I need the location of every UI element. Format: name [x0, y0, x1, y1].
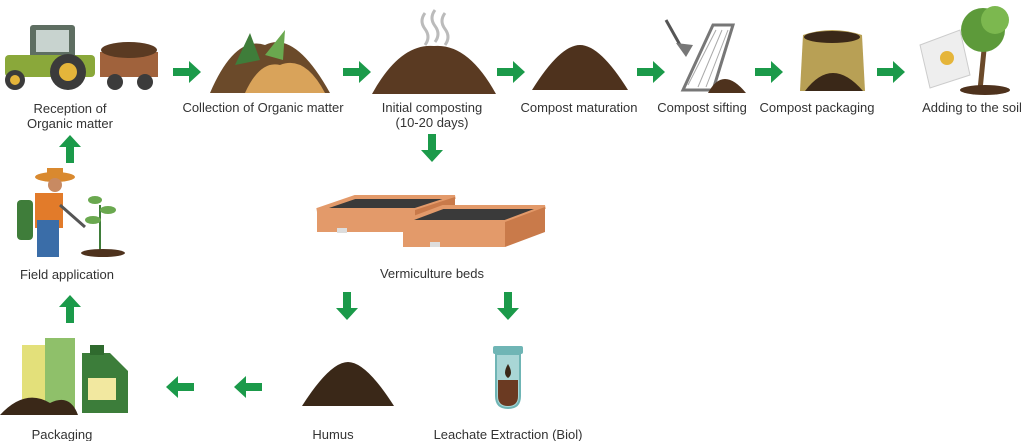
flow-arrow-icon [497, 292, 519, 320]
packaging-label: Packaging [31, 427, 93, 441]
compost-packaging-label: Compost packaging [759, 100, 875, 115]
flow-arrow-icon [637, 61, 665, 83]
mature-compost-illustration [532, 45, 628, 90]
vermiculture-beds-illustration [316, 195, 546, 247]
humus-pile-illustration [302, 362, 394, 406]
initial-composting-line1: Initial composting [381, 100, 483, 115]
farmer-spraying-illustration [17, 168, 125, 257]
reception-label-line1: Reception of [33, 101, 107, 116]
sifting-label: Compost sifting [657, 100, 747, 115]
leachate-tube-illustration [493, 346, 523, 410]
initial-composting-line2: (10-20 days) [395, 115, 469, 130]
flow-arrow-icon [234, 376, 262, 398]
flow-arrow-icon [59, 295, 81, 323]
flow-arrow-icon [497, 61, 525, 83]
flow-arrow-icon [343, 61, 371, 83]
steaming-compost-illustration [372, 9, 496, 94]
flow-arrow-icon [755, 61, 783, 83]
leachate-label: Leachate Extraction (Biol) [433, 427, 583, 441]
flow-arrow-icon [166, 376, 194, 398]
flow-arrow-icon [336, 292, 358, 320]
fertilizer-packaging-illustration [0, 338, 128, 415]
humus-label: Humus [312, 427, 354, 441]
vermiculture-label: Vermiculture beds [379, 266, 485, 281]
tree-and-bag-illustration [919, 6, 1010, 95]
maturation-label: Compost maturation [520, 100, 638, 115]
reception-label-line2: Organic matter [27, 116, 113, 131]
compost-sack-illustration [800, 30, 865, 91]
tractor-illustration [5, 25, 158, 90]
initial-composting-label: Initial composting (10-20 days) [382, 100, 482, 130]
flow-arrow-icon [877, 61, 905, 83]
compost-sieve-illustration [664, 19, 746, 93]
adding-to-soil-label: Adding to the soil [922, 100, 1022, 115]
organic-matter-pile-illustration [210, 30, 330, 93]
flow-arrow-icon [173, 61, 201, 83]
flow-arrow-icon [59, 135, 81, 163]
reception-label: Reception of Organic matter [27, 101, 113, 131]
flow-arrow-icon [421, 134, 443, 162]
collection-label: Collection of Organic matter [182, 100, 344, 115]
field-application-label: Field application [20, 267, 114, 282]
